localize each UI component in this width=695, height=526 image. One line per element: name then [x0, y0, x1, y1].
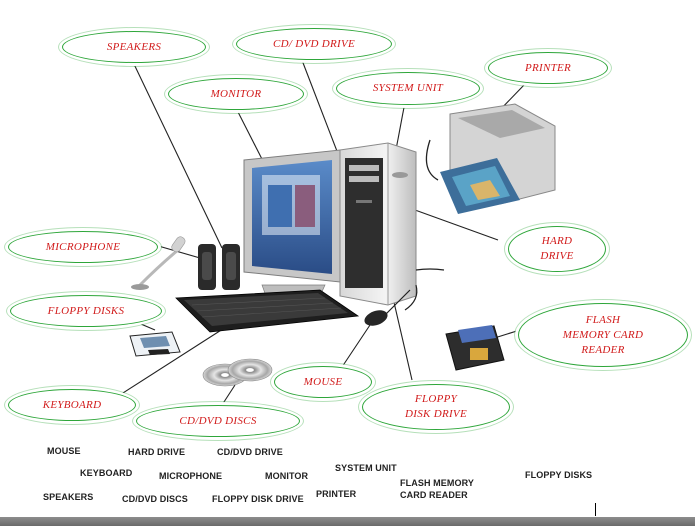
- word-floppy-disks: FLOPPY DISKS: [525, 470, 593, 481]
- printer-icon: [440, 103, 556, 214]
- callout-cd-dvd-discs[interactable]: CD/DVD DISCS: [136, 405, 300, 437]
- text-cursor: [595, 503, 596, 516]
- mouse-icon: [364, 289, 411, 326]
- microphone-icon: [131, 236, 186, 290]
- word-cd-dvd-drive: CD/DVD DRIVE: [217, 447, 283, 458]
- callout-hard-drive[interactable]: HARD DRIVE: [508, 226, 606, 272]
- word-keyboard: KEYBOARD: [80, 468, 133, 479]
- word-cd-dvd-discs: CD/DVD DISCS: [122, 494, 188, 505]
- bottom-bar: [0, 517, 695, 526]
- system-unit-icon: [339, 142, 417, 306]
- keyboard-icon: [175, 289, 360, 333]
- cd-dvd-discs-icon: [202, 358, 273, 387]
- callout-mouse[interactable]: MOUSE: [274, 366, 372, 398]
- callout-floppy-disks[interactable]: FLOPPY DISKS: [10, 295, 162, 327]
- word-system-unit: SYSTEM UNIT: [335, 463, 397, 474]
- callout-cd-dvd-drive[interactable]: CD/ DVD DRIVE: [236, 28, 392, 60]
- callout-keyboard[interactable]: KEYBOARD: [8, 389, 136, 421]
- word-speakers: SPEAKERS: [43, 492, 94, 503]
- word-monitor: MONITOR: [265, 471, 309, 482]
- floppy-disks-icon: [129, 331, 181, 357]
- callout-flash-memory-card-reader[interactable]: FLASH MEMORY CARD READER: [518, 303, 688, 367]
- callout-system-unit[interactable]: SYSTEM UNIT: [336, 72, 480, 105]
- speakers-icon: [198, 244, 240, 290]
- monitor-icon: [243, 149, 341, 297]
- callout-monitor[interactable]: MONITOR: [168, 78, 304, 110]
- word-floppy-disk-drive: FLOPPY DISK DRIVE: [212, 494, 304, 505]
- word-printer: PRINTER: [316, 489, 357, 500]
- callout-printer[interactable]: PRINTER: [488, 52, 608, 84]
- flash-card-reader-icon: [445, 325, 505, 371]
- callout-speakers[interactable]: SPEAKERS: [62, 31, 206, 63]
- callout-microphone[interactable]: MICROPHONE: [8, 231, 158, 263]
- word-microphone: MICROPHONE: [159, 471, 223, 482]
- word-flash-memory-card-reader: FLASH MEMORY CARD READER: [400, 478, 475, 501]
- word-hard-drive: HARD DRIVE: [128, 447, 186, 458]
- word-mouse: MOUSE: [47, 446, 81, 457]
- callout-floppy-disk-drive[interactable]: FLOPPY DISK DRIVE: [362, 384, 510, 430]
- cables: [404, 268, 445, 311]
